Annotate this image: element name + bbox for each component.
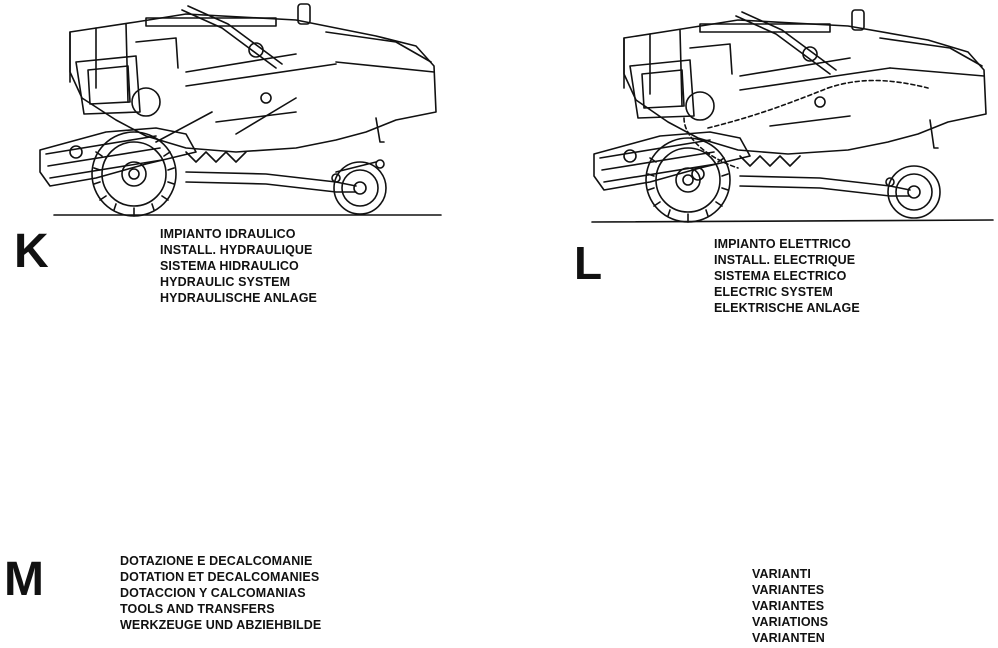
caption-line: DOTATION ET DECALCOMANIES <box>120 570 320 584</box>
caption-line: DOTAZIONE E DECALCOMANIE <box>120 554 313 568</box>
section-n-captions: VARIANTI VARIANTES VARIANTES VARIATIONS … <box>752 566 828 646</box>
caption-line: IMPIANTO ELETTRICO <box>714 237 851 251</box>
section-m-captions: DOTAZIONE E DECALCOMANIE DOTATION ET DEC… <box>120 553 321 633</box>
section-k-captions: IMPIANTO IDRAULICO INSTALL. HYDRAULIQUE … <box>160 226 317 306</box>
caption-line: INSTALL. HYDRAULIQUE <box>160 243 313 257</box>
caption-line: IMPIANTO IDRAULICO <box>160 227 296 241</box>
caption-line: TOOLS AND TRANSFERS <box>120 602 275 616</box>
caption-line: DOTACCION Y CALCOMANIAS <box>120 586 306 600</box>
section-letter-m: M <box>4 553 44 606</box>
combine-harvester-hydraulic-illustration <box>36 2 446 220</box>
section-letter-k: K <box>14 225 49 278</box>
combine-harvester-electric-illustration <box>588 8 998 230</box>
caption-line: SISTEMA HIDRAULICO <box>160 259 299 273</box>
caption-line: HYDRAULISCHE ANLAGE <box>160 291 317 305</box>
caption-line: HYDRAULIC SYSTEM <box>160 275 291 289</box>
caption-line: SISTEMA ELECTRICO <box>714 269 847 283</box>
caption-line: VARIANTES <box>752 583 825 597</box>
section-letter-l: L <box>574 237 603 289</box>
caption-line: INSTALL. ELECTRIQUE <box>714 253 856 267</box>
caption-line: ELEKTRISCHE ANLAGE <box>714 301 860 315</box>
caption-line: VARIATIONS <box>752 615 829 629</box>
section-l-captions: IMPIANTO ELETTRICO INSTALL. ELECTRIQUE S… <box>714 236 860 316</box>
caption-line: WERKZEUGE UND ABZIEHBILDE <box>120 618 322 632</box>
caption-line: VARIANTES <box>752 599 825 613</box>
caption-line: VARIANTI <box>752 567 811 581</box>
caption-line: ELECTRIC SYSTEM <box>714 285 833 299</box>
caption-line: VARIANTEN <box>752 631 825 645</box>
